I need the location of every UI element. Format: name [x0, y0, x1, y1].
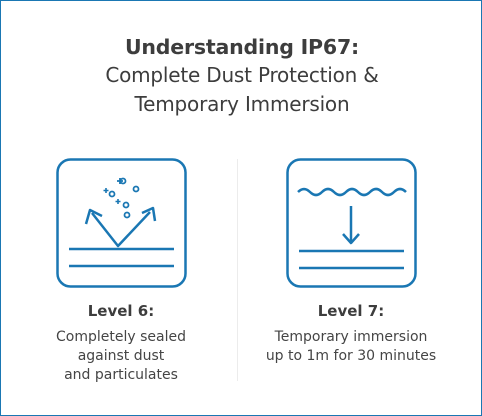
level-7-description: Temporary immersion up to 1m for 30 minu…	[231, 328, 471, 366]
dust-deflect-icon	[56, 158, 187, 288]
level-6-description: Completely sealed against dust and parti…	[1, 328, 241, 385]
title-block: Understanding IP67: Complete Dust Protec…	[1, 33, 482, 119]
title-subline-1: Complete Dust Protection &	[105, 63, 379, 87]
column-divider	[237, 159, 238, 381]
level-6-desc-line: Completely sealed	[56, 329, 186, 345]
title-subline-2: Temporary Immersion	[134, 92, 350, 116]
title-heading: Understanding IP67:	[124, 35, 360, 59]
water-immersion-icon	[286, 158, 417, 288]
level-6-desc-line: against dust	[77, 348, 165, 364]
level-7-desc-line: up to 1m for 30 minutes	[265, 348, 437, 364]
level-7-desc-line: Temporary immersion	[274, 329, 428, 345]
level-6-label: Level 6:	[87, 302, 155, 320]
level-6-desc-line: and particulates	[64, 367, 178, 383]
level-7-label: Level 7:	[317, 302, 385, 320]
